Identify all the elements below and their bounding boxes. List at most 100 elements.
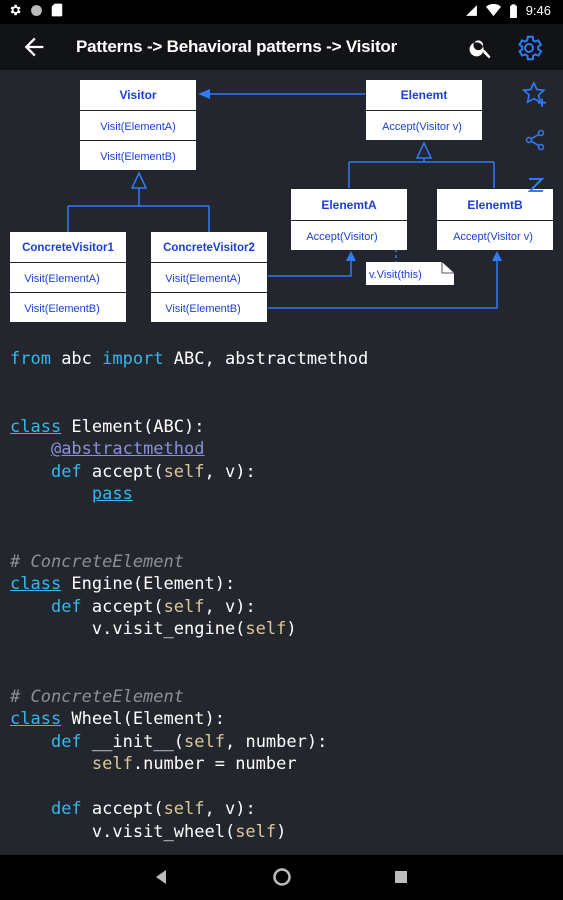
code-indent bbox=[10, 732, 51, 752]
code-text: ABC, abstractmethod bbox=[163, 349, 369, 369]
code-indent bbox=[10, 439, 51, 459]
share-button[interactable] bbox=[523, 128, 547, 157]
uml-class-element-b: ElenemtB Accept(Visitor v) bbox=[437, 189, 553, 250]
diagram-connectors bbox=[67, 93, 498, 309]
code-self: self bbox=[91, 754, 133, 774]
code-keyword: class bbox=[10, 574, 62, 594]
uml-class-element-a: ElenemtA Accept(Visitor) bbox=[291, 189, 407, 250]
code-indent bbox=[10, 799, 51, 819]
nav-recents-button[interactable] bbox=[394, 870, 408, 889]
code-text: accept( bbox=[81, 461, 164, 482]
code-line: v.visit_wheel(self) bbox=[10, 821, 287, 842]
uml-method: Visit(ElementA) bbox=[24, 273, 100, 285]
code-text: Wheel(Element): bbox=[61, 709, 225, 729]
code-indent bbox=[10, 822, 92, 842]
uml-method: Accept(Visitor v) bbox=[382, 121, 462, 133]
code-text: v.visit_engine( bbox=[91, 619, 246, 639]
battery-icon bbox=[509, 4, 517, 18]
code-line: from abc import ABC, abstractmethod bbox=[10, 349, 368, 369]
search-icon bbox=[469, 40, 491, 59]
app-bar: Patterns -> Behavioral patterns -> Visit… bbox=[0, 24, 563, 70]
code-text: , v): bbox=[204, 596, 256, 617]
uml-class-element: Elenemt Accept(Visitor v) bbox=[366, 80, 482, 140]
code-comment: # ConcreteElement bbox=[10, 551, 184, 572]
code-text: Element(ABC): bbox=[61, 416, 205, 437]
code-text: Engine(Element): bbox=[61, 574, 236, 594]
sleep-button[interactable] bbox=[526, 176, 546, 199]
code-line: v.visit_engine(self) bbox=[10, 619, 297, 639]
code-line: pass bbox=[10, 484, 133, 504]
share-icon bbox=[525, 129, 545, 151]
uml-method: Accept(Visitor v) bbox=[453, 231, 533, 243]
uml-method: Visit(ElementA) bbox=[165, 273, 241, 285]
code-line: # ConcreteElement bbox=[10, 552, 184, 572]
uml-note: v.Visit(this) bbox=[366, 262, 454, 285]
uml-method: Visit(ElementB) bbox=[165, 303, 241, 315]
uml-method: Accept(Visitor) bbox=[306, 231, 377, 243]
uml-class-name: ConcreteVisitor1 bbox=[22, 242, 114, 254]
code-line: def accept(self, v): bbox=[10, 799, 256, 819]
code-indent bbox=[10, 619, 92, 639]
favorite-button[interactable] bbox=[521, 80, 549, 113]
star-add-icon bbox=[521, 80, 547, 107]
wifi-icon bbox=[485, 4, 501, 17]
code-indent bbox=[10, 484, 92, 504]
sdcard-notification-icon bbox=[51, 3, 63, 17]
status-bar: 9:46 bbox=[0, 0, 563, 24]
code-self: self bbox=[163, 596, 205, 617]
code-text: abc bbox=[50, 349, 103, 369]
circle-home-icon bbox=[273, 868, 291, 886]
code-keyword: def bbox=[50, 731, 82, 752]
code-keyword: pass bbox=[91, 484, 133, 504]
code-text: accept( bbox=[81, 596, 164, 617]
uml-class-visitor: Visitor Visit(ElementA) Visit(ElementB) bbox=[80, 80, 196, 170]
code-self: self bbox=[245, 619, 287, 639]
triangle-back-icon bbox=[156, 870, 166, 884]
code-keyword: class bbox=[10, 709, 62, 729]
code-line: # ConcreteElement bbox=[10, 687, 184, 707]
gear-icon bbox=[518, 35, 543, 61]
uml-class-name: Visitor bbox=[119, 88, 156, 102]
settings-button[interactable] bbox=[514, 33, 544, 63]
navigation-bar bbox=[0, 855, 563, 900]
code-line: self.number = number bbox=[10, 754, 297, 774]
code-text: , number): bbox=[224, 731, 328, 752]
code-self: self bbox=[163, 799, 205, 819]
code-indent bbox=[10, 754, 92, 774]
code-keyword: def bbox=[50, 799, 82, 819]
nav-back-button[interactable] bbox=[154, 868, 168, 891]
square-recents-icon bbox=[395, 871, 407, 883]
code-line: def accept(self, v): bbox=[10, 597, 256, 617]
code-text: accept( bbox=[81, 799, 164, 819]
arrow-left-icon bbox=[24, 37, 44, 57]
code-self: self bbox=[235, 821, 277, 842]
code-comment: # ConcreteElement bbox=[10, 686, 184, 707]
code-text: ) bbox=[276, 821, 287, 842]
uml-class-name: ElenemtA bbox=[321, 198, 377, 212]
uml-class-concrete-visitor-2: ConcreteVisitor2 Visit(ElementA) Visit(E… bbox=[151, 232, 267, 322]
signal-icon bbox=[465, 5, 477, 16]
code-text: .number = number bbox=[132, 754, 297, 774]
code-self: self bbox=[163, 461, 205, 482]
code-text: v.visit_wheel( bbox=[91, 821, 236, 842]
code-line: def accept(self, v): bbox=[10, 462, 256, 482]
uml-class-name: ConcreteVisitor2 bbox=[163, 242, 255, 254]
uml-class-name: ElenemtB bbox=[467, 198, 523, 212]
code-line: class Engine(Element): bbox=[10, 574, 235, 594]
search-button[interactable] bbox=[468, 35, 494, 61]
status-time: 9:46 bbox=[525, 3, 551, 18]
back-button[interactable] bbox=[20, 33, 48, 61]
code-keyword: def bbox=[50, 596, 82, 617]
sleep-z-icon bbox=[527, 178, 545, 192]
code-line: class Wheel(Element): bbox=[10, 709, 225, 729]
nav-home-button[interactable] bbox=[272, 867, 292, 892]
settings-notification-icon bbox=[10, 4, 21, 16]
uml-diagram: Visitor Visit(ElementA) Visit(ElementB) … bbox=[10, 80, 553, 322]
code-keyword: class bbox=[10, 416, 62, 437]
diagram-arrowheads bbox=[130, 89, 502, 261]
uml-note-text: v.Visit(this) bbox=[369, 269, 422, 281]
uml-method: Visit(ElementB) bbox=[100, 151, 176, 163]
uml-method: Visit(ElementA) bbox=[100, 121, 176, 133]
code-line: @abstractmethod bbox=[10, 439, 205, 459]
code-listing: from abc import ABC, abstractmethod clas… bbox=[10, 348, 368, 843]
